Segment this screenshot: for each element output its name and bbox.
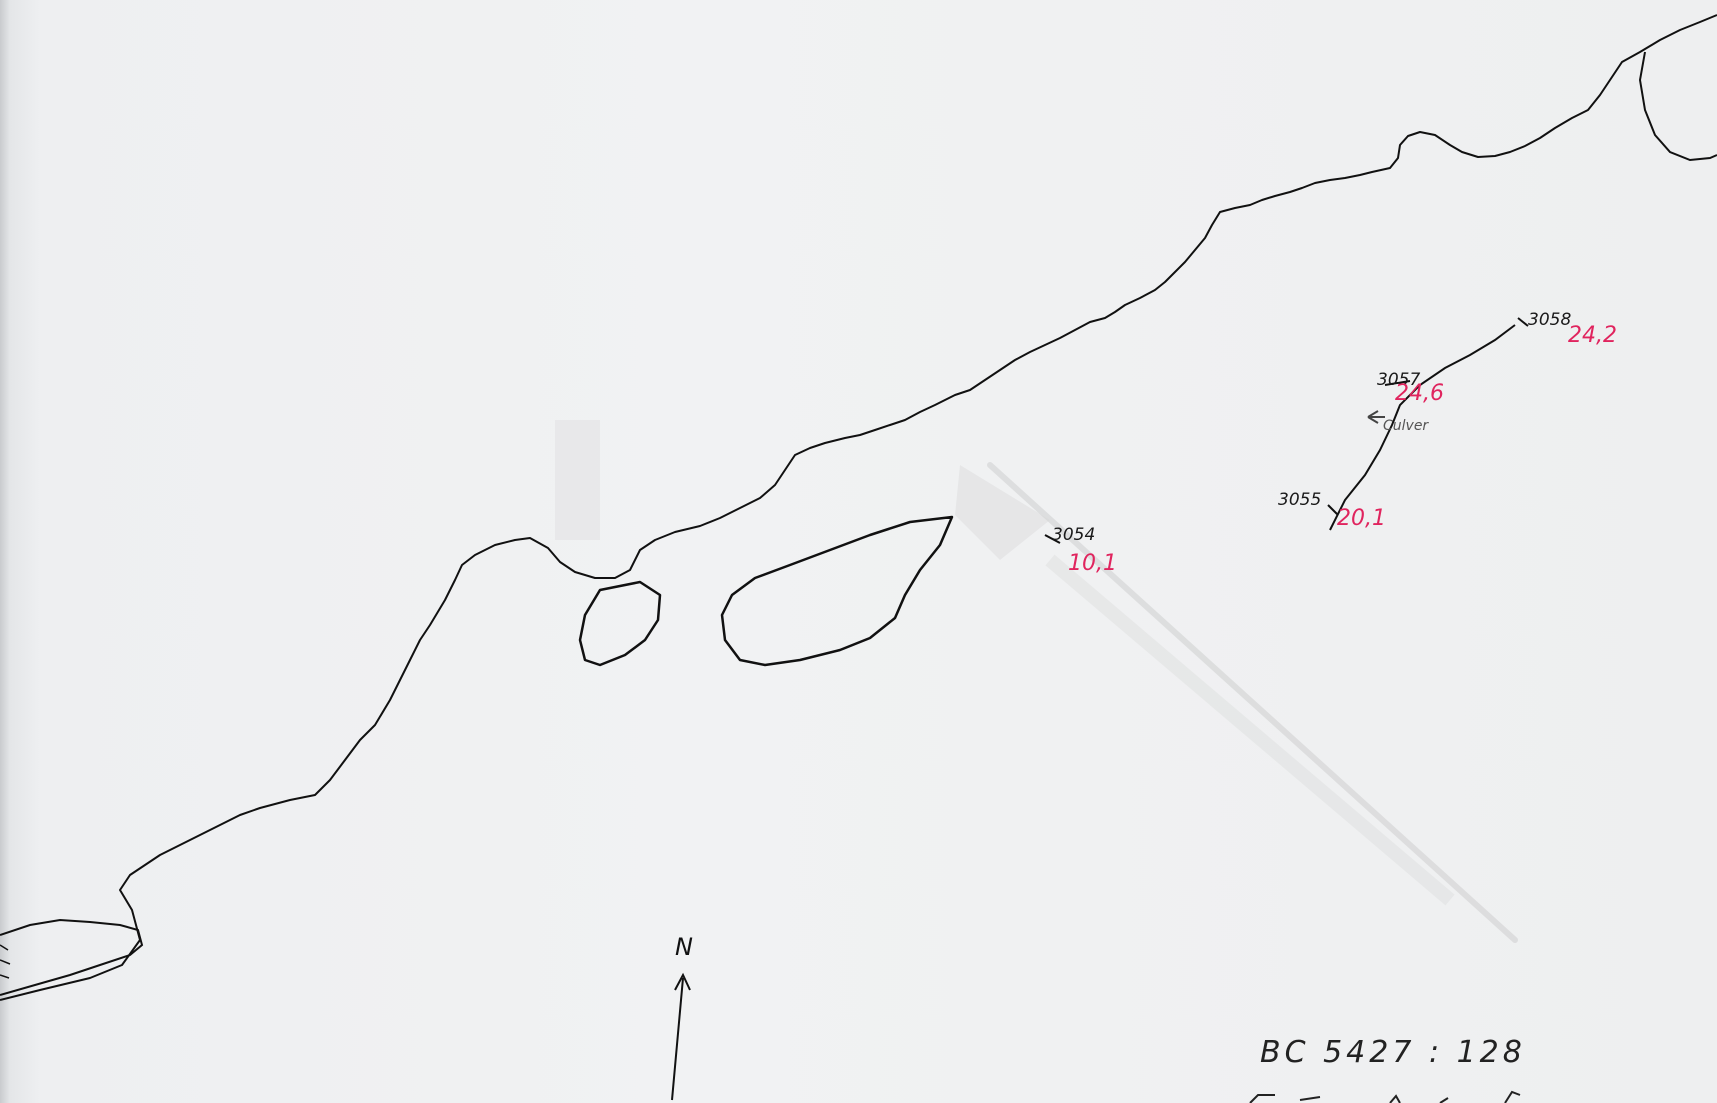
island-large [720, 515, 954, 667]
island-small [578, 580, 662, 667]
transect-tick-3057 [1384, 380, 1411, 386]
station-id-3057: 3057 [1377, 370, 1420, 390]
smudge-marks [555, 420, 1518, 943]
sheet-caption: BC 5427 : 128 [1260, 1035, 1526, 1070]
smudge-diagonal [987, 462, 1518, 943]
transect-line [1329, 324, 1516, 531]
caption-line2-fragment [1249, 1090, 1521, 1103]
station-value-3058: 24,2 [1568, 323, 1617, 348]
north-arrow-label: N [675, 933, 693, 961]
transect-tick-3055 [1327, 504, 1339, 516]
transect-tick-3058 [1517, 317, 1529, 327]
station-id-3054: 3054 [1052, 525, 1095, 545]
coastline-hook [1638, 51, 1717, 162]
smudge-wedge [955, 465, 1050, 560]
hatch-marks [0, 944, 11, 979]
transect-tick-3054 [1044, 534, 1061, 544]
coast-left-lobe [0, 918, 144, 996]
station-id-3058: 3058 [1528, 310, 1571, 330]
coastline [0, 14, 1717, 1001]
culver-note: Culver [1383, 418, 1429, 434]
smudge-rect-left [555, 420, 600, 540]
north-arrow-icon [671, 972, 691, 1101]
station-value-3057: 24,6 [1395, 381, 1444, 406]
culver-arrow-icon [1367, 410, 1385, 424]
north-arrow: N [671, 933, 693, 1101]
station-id-3055: 3055 [1278, 490, 1321, 510]
station-value-3054: 10,1 [1068, 551, 1117, 576]
smudge-diagonal-2 [1045, 554, 1455, 906]
station-value-3055: 20,1 [1337, 506, 1386, 531]
